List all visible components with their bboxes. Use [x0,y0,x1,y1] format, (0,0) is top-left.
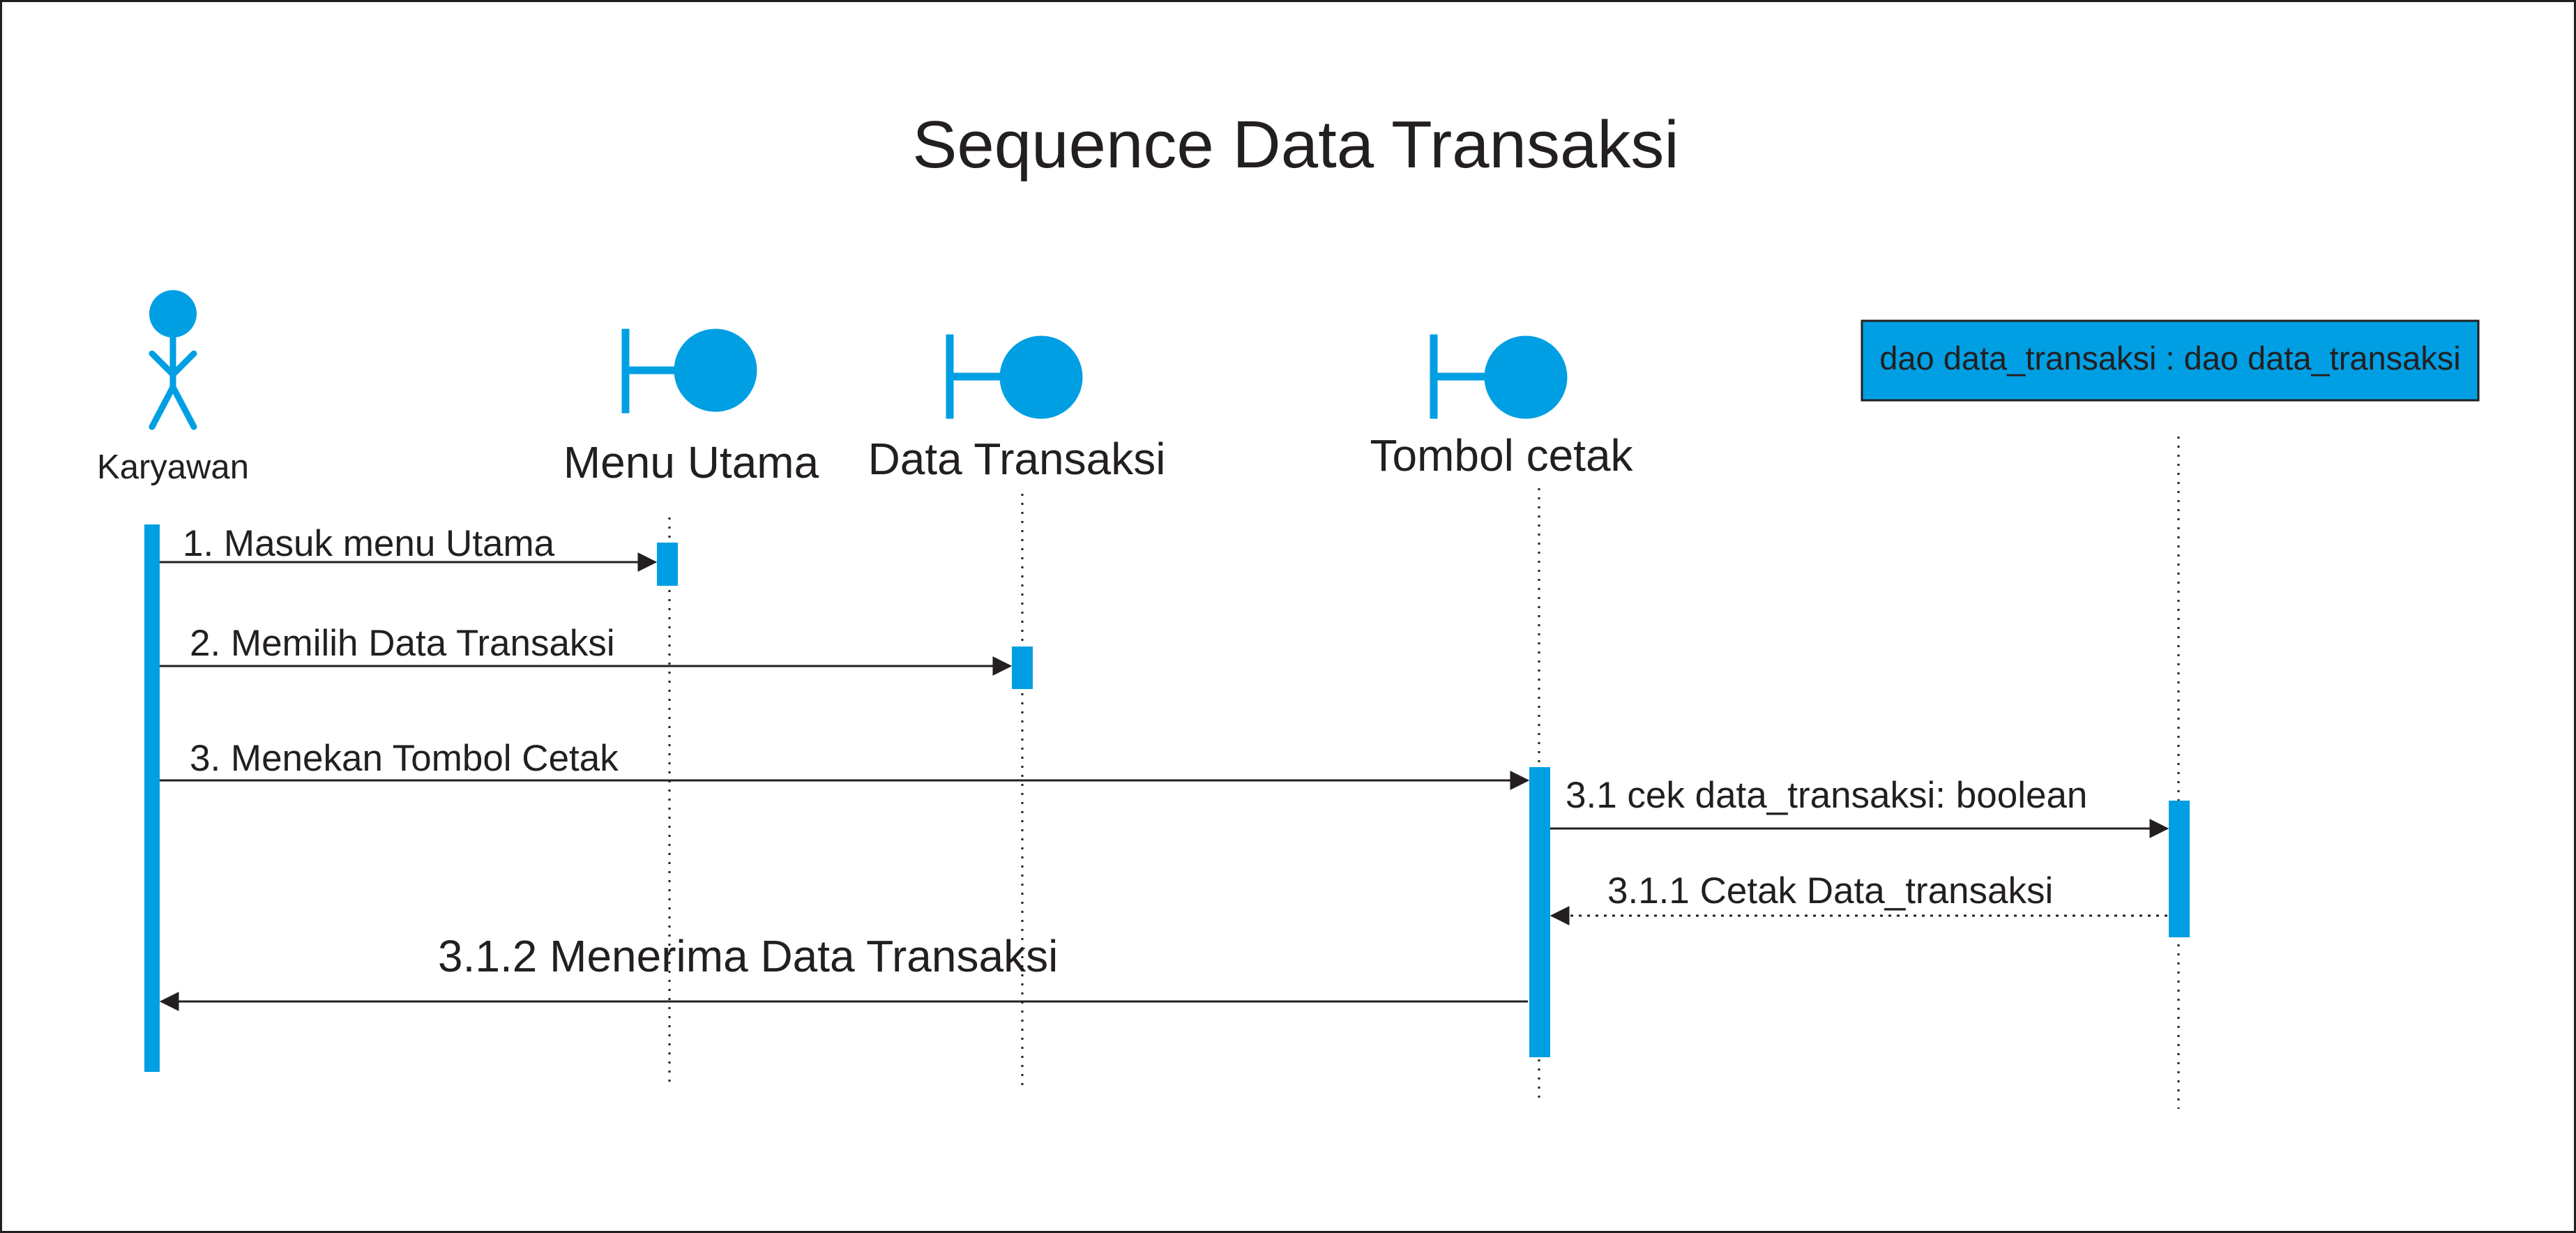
boundary-icon [621,328,757,414]
actor-karyawan: Karyawan [97,290,249,486]
boundary-tombol-cetak: Tombol cetak [1370,334,1634,481]
activation-bar-tombol-cetak [1529,767,1550,1057]
message-label: 2. Memilih Data Transaksi [190,623,615,664]
activation-bar-karyawan [144,524,160,1072]
activation-bar-dao [2169,801,2190,937]
actor-label: Karyawan [97,448,249,486]
actor-stick-figure-icon [149,290,197,430]
message-3: 3. Menekan Tombol Cetak [160,738,1530,790]
message-label: 1. Masuk menu Utama [183,523,555,564]
boundary-label: Menu Utama [563,437,819,487]
boundary-menu-utama: Menu Utama [563,328,819,487]
message-label: 3. Menekan Tombol Cetak [190,738,619,779]
message-3-1: 3.1 cek data_transaksi: boolean [1550,775,2169,838]
activation-bar-data-transaksi [1012,646,1033,689]
boundary-icon [1430,334,1568,419]
boundary-label: Tombol cetak [1370,430,1633,481]
diagram-title: Sequence Data Transaksi [912,107,1679,182]
message-1: 1. Masuk menu Utama [160,523,658,572]
boundary-label: Data Transaksi [868,434,1166,484]
message-3-1-1: 3.1.1 Cetak Data_transaksi [1550,870,2167,925]
object-dao: dao data_transaksi : dao data_transaksi [1861,319,2480,402]
message-label: 3.1.1 Cetak Data_transaksi [1607,870,2053,911]
object-label: dao data_transaksi : dao data_transaksi [1879,340,2461,377]
message-3-1-2: 3.1.2 Menerima Data Transaksi [159,931,1528,1011]
boundary-data-transaksi: Data Transaksi [868,334,1166,484]
boundary-icon [946,334,1083,419]
message-label: 3.1 cek data_transaksi: boolean [1566,775,2087,816]
message-2: 2. Memilih Data Transaksi [160,623,1013,676]
activation-bar-menu-utama [657,543,678,586]
object-box [1861,319,2480,402]
message-label: 3.1.2 Menerima Data Transaksi [438,931,1058,981]
